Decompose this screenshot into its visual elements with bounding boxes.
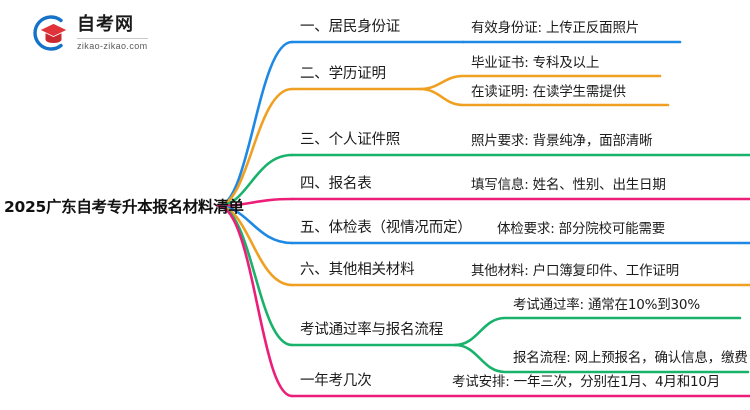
child-node-7-1[interactable]: 考试通过率: 通常在10%到30% bbox=[513, 298, 700, 316]
graduation-cap-icon bbox=[28, 12, 70, 54]
branch-node-6[interactable]: 六、其他相关材料 bbox=[300, 262, 415, 282]
branch-label-5: 五、体检表（视情况而定） bbox=[300, 220, 472, 236]
branch-node-3[interactable]: 三、个人证件照 bbox=[300, 132, 401, 152]
child-node-4-1[interactable]: 填写信息: 姓名、性别、出生日期 bbox=[471, 178, 666, 196]
branch-node-2[interactable]: 二、学历证明 bbox=[300, 66, 386, 86]
child-node-7-2[interactable]: 报名流程: 网上预报名，确认信息，缴费 bbox=[513, 351, 748, 369]
branch-node-7[interactable]: 考试通过率与报名流程 bbox=[300, 322, 443, 342]
site-logo: 自考网 zikao-zikao.com bbox=[28, 12, 148, 54]
child-label-2-1: 毕业证书: 专科及以上 bbox=[471, 55, 600, 71]
branch-label-1: 一、居民身份证 bbox=[300, 19, 401, 35]
child-label-4-1: 填写信息: 姓名、性别、出生日期 bbox=[471, 177, 666, 193]
child-node-8-1[interactable]: 考试安排: 一年三次，分别在1月、4月和10月 bbox=[452, 375, 720, 393]
child-node-3-1[interactable]: 照片要求: 背景纯净，面部清晰 bbox=[471, 133, 653, 152]
child-node-6-1[interactable]: 其他材料: 户口簿复印件、工作证明 bbox=[471, 264, 679, 282]
child-label-7-1: 考试通过率: 通常在10%到30% bbox=[513, 297, 700, 313]
child-label-8-1: 考试安排: 一年三次，分别在1月、4月和10月 bbox=[452, 374, 721, 390]
branch-node-8[interactable]: 一年考几次 bbox=[300, 373, 372, 393]
branch-label-2: 二、学历证明 bbox=[300, 66, 386, 82]
child-label-2-2: 在读证明: 在读学生需提供 bbox=[471, 84, 626, 100]
link-child-2-2 bbox=[418, 87, 670, 107]
child-label-7-2: 报名流程: 网上预报名，确认信息，缴费 bbox=[513, 350, 748, 366]
child-node-2-1[interactable]: 毕业证书: 专科及以上 bbox=[471, 56, 599, 74]
child-label-6-1: 其他材料: 户口簿复印件、工作证明 bbox=[471, 263, 679, 279]
logo-url: zikao-zikao.com bbox=[77, 37, 148, 51]
branch-label-7: 考试通过率与报名流程 bbox=[300, 322, 443, 338]
branch-label-6: 六、其他相关材料 bbox=[300, 262, 415, 278]
child-node-2-2[interactable]: 在读证明: 在读学生需提供 bbox=[471, 85, 626, 103]
child-label-1-1: 有效身份证: 上传正反面照片 bbox=[471, 20, 640, 36]
child-node-1-1[interactable]: 有效身份证: 上传正反面照片 bbox=[471, 21, 639, 39]
logo-name: 自考网 bbox=[77, 13, 134, 35]
link-branch-3 bbox=[216, 153, 294, 208]
link-branch-2 bbox=[216, 87, 294, 208]
root-label: 2025广东自考专升本报名材料清单 bbox=[4, 198, 244, 216]
branch-label-8: 一年考几次 bbox=[300, 373, 372, 389]
link-child-7-1 bbox=[453, 316, 742, 347]
link-branch-8 bbox=[216, 204, 294, 398]
child-label-3-1: 照片要求: 背景纯净，面部清晰 bbox=[471, 133, 653, 149]
branch-label-4: 四、报名表 bbox=[300, 176, 372, 192]
branch-node-4[interactable]: 四、报名表 bbox=[300, 176, 372, 196]
branch-label-3: 三、个人证件照 bbox=[300, 132, 401, 148]
child-label-5-1: 体检要求: 部分院校可能需要 bbox=[497, 221, 666, 237]
branch-node-1[interactable]: 一、居民身份证 bbox=[300, 19, 401, 39]
branch-node-5[interactable]: 五、体检表（视情况而定） bbox=[300, 220, 472, 240]
link-child-7-2 bbox=[453, 343, 750, 374]
root-node[interactable]: 2025广东自考专升本报名材料清单 bbox=[4, 193, 244, 219]
link-branch-1 bbox=[216, 40, 294, 208]
child-node-5-1[interactable]: 体检要求: 部分院校可能需要 bbox=[497, 222, 665, 240]
